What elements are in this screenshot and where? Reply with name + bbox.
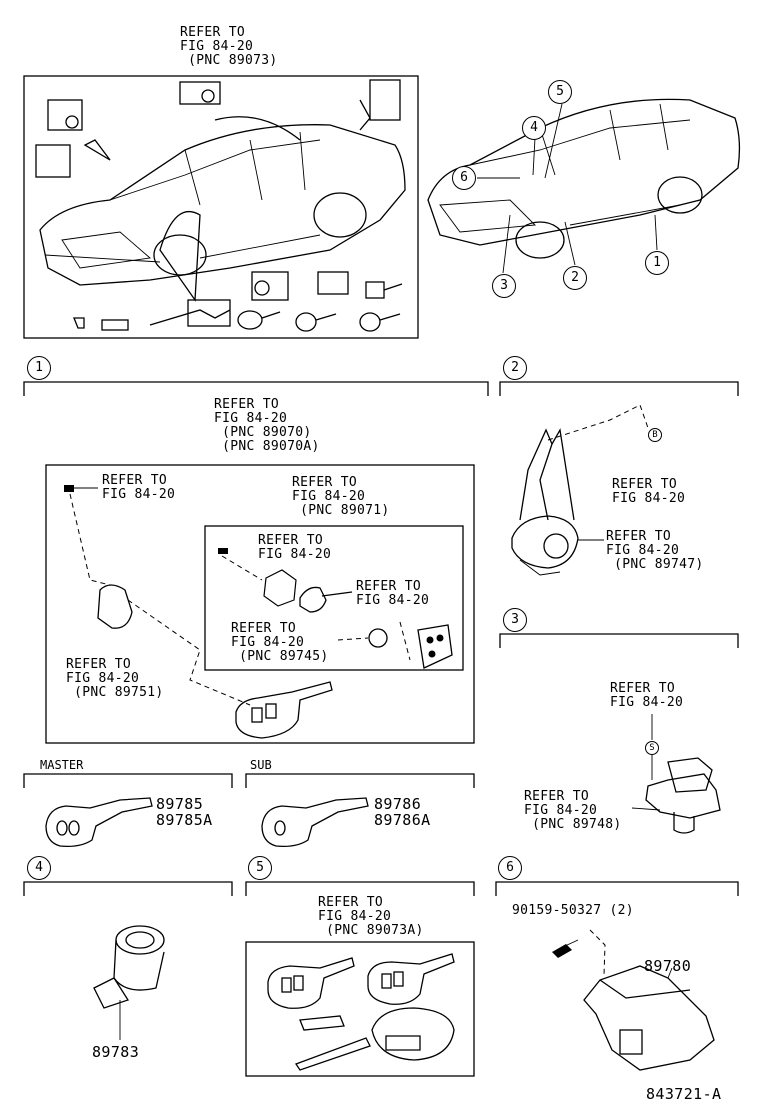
section1-refer-screw: REFER TO FIG 84-20 <box>102 473 176 502</box>
section2-refer-b: REFER TO FIG 84-20 <box>612 477 686 506</box>
sub-key-drawing <box>261 797 369 848</box>
diagram-id: 843721-A <box>646 1085 722 1103</box>
section1-marker: 1 <box>27 356 51 380</box>
section1-refer-battery: REFER TO FIG 84-20 (PNC 89745) <box>231 621 329 664</box>
master-label: MASTER <box>40 758 84 772</box>
section6-marker: 6 <box>498 856 522 880</box>
section1-refer-inner: REFER TO FIG 84-20 (PNC 89071) <box>292 475 390 518</box>
section5-marker: 5 <box>248 856 272 880</box>
callout-s: S <box>645 741 659 755</box>
master-part-number: 89785 89785A <box>156 795 213 829</box>
overview-frame <box>23 75 419 339</box>
callout-6: 6 <box>452 166 476 190</box>
master-bracket <box>23 773 233 788</box>
sub-label: SUB <box>250 758 272 772</box>
section4-marker: 4 <box>27 856 51 880</box>
master-key-drawing <box>45 797 153 848</box>
sub-bracket <box>245 773 475 788</box>
section2-bracket <box>499 381 739 396</box>
callout-4: 4 <box>522 116 546 140</box>
section4-bracket <box>23 881 233 896</box>
section3-bracket <box>499 633 739 648</box>
section3-parts <box>631 714 721 834</box>
callout-5: 5 <box>548 80 572 104</box>
overview-small-parts <box>35 79 403 332</box>
section1-refer-ring: REFER TO FIG 84-20 <box>356 579 430 608</box>
overview-refer-label: REFER TO FIG 84-20 (PNC 89073) <box>180 25 278 68</box>
section4-parts <box>93 925 165 1040</box>
callout-1: 1 <box>645 251 669 275</box>
section6-bracket <box>495 881 739 896</box>
callout-3: 3 <box>492 274 516 298</box>
section6-parts <box>552 929 715 1071</box>
section5-frame <box>245 941 475 1077</box>
section2-parts <box>511 404 649 576</box>
section5-refer: REFER TO FIG 84-20 (PNC 89073A) <box>318 895 424 938</box>
section6-part-number: 89780 <box>644 957 692 975</box>
overview-car-left <box>39 99 406 302</box>
section4-part-number: 89783 <box>92 1043 140 1061</box>
overview-leader-lines <box>477 103 658 274</box>
callout-b: B <box>648 428 662 442</box>
section2-marker: 2 <box>503 356 527 380</box>
section1-inner-frame <box>204 525 464 671</box>
section1-refer-inner-screw: REFER TO FIG 84-20 <box>258 533 332 562</box>
section1-frame <box>45 464 475 744</box>
section1-refer-main: REFER TO FIG 84-20 (PNC 89070) (PNC 8907… <box>214 397 320 454</box>
section5-parts <box>267 953 455 1071</box>
section1-refer-cover: REFER TO FIG 84-20 (PNC 89751) <box>66 657 164 700</box>
callout-2: 2 <box>563 266 587 290</box>
section1-bracket <box>23 381 489 396</box>
section1-parts <box>64 485 453 739</box>
section3-refer-s: REFER TO FIG 84-20 <box>610 681 684 710</box>
section6-bolt-number: 90159-50327 (2) <box>512 903 634 918</box>
sub-part-number: 89786 89786A <box>374 795 431 829</box>
section3-refer-pnc: REFER TO FIG 84-20 (PNC 89748) <box>524 789 622 832</box>
section5-bracket <box>245 881 475 896</box>
section3-marker: 3 <box>503 608 527 632</box>
section2-refer-pnc: REFER TO FIG 84-20 (PNC 89747) <box>606 529 704 572</box>
